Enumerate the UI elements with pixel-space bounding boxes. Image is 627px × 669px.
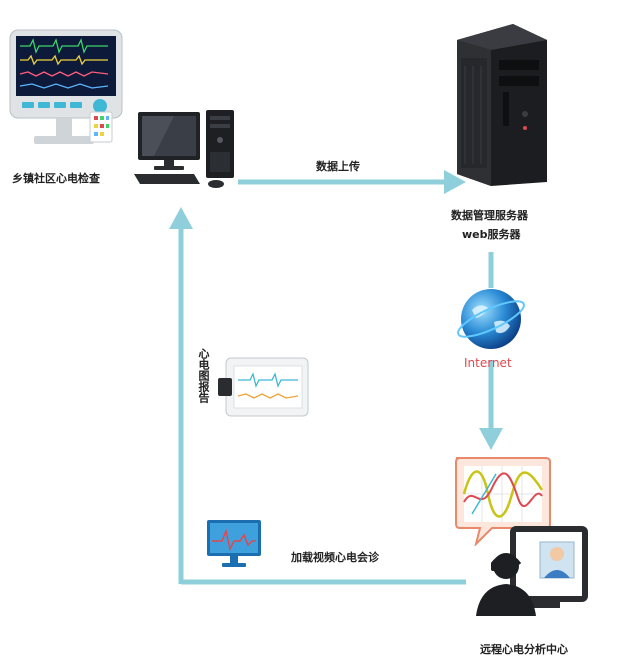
- server-tower-icon: [457, 24, 547, 186]
- video-monitor-icon: [207, 520, 261, 567]
- internet-label: Internet: [464, 356, 512, 370]
- data-upload-label: 数据上传: [316, 160, 360, 173]
- server-label-line2: web服务器: [462, 228, 521, 241]
- ecg-report-icon: [218, 357, 309, 417]
- up-arrow-head: [169, 207, 193, 229]
- remote-center-label: 远程心电分析中心: [480, 643, 568, 656]
- video-consult-label: 加载视频心电会诊: [291, 551, 379, 564]
- upload-arrow-head: [444, 170, 466, 194]
- operator-workstation-icon: [476, 526, 588, 616]
- ecg-report-label: 心电图报告: [197, 348, 210, 403]
- township-ecg-label: 乡镇社区心电检查: [12, 172, 100, 185]
- server-label-line1: 数据管理服务器: [451, 209, 528, 222]
- down-arrow-head: [479, 428, 503, 450]
- ecg-chart-bubble-icon: [455, 457, 551, 546]
- ecg-monitor-icon: [9, 29, 123, 144]
- globe-icon: [457, 289, 525, 349]
- desktop-pc-icon: [134, 110, 234, 188]
